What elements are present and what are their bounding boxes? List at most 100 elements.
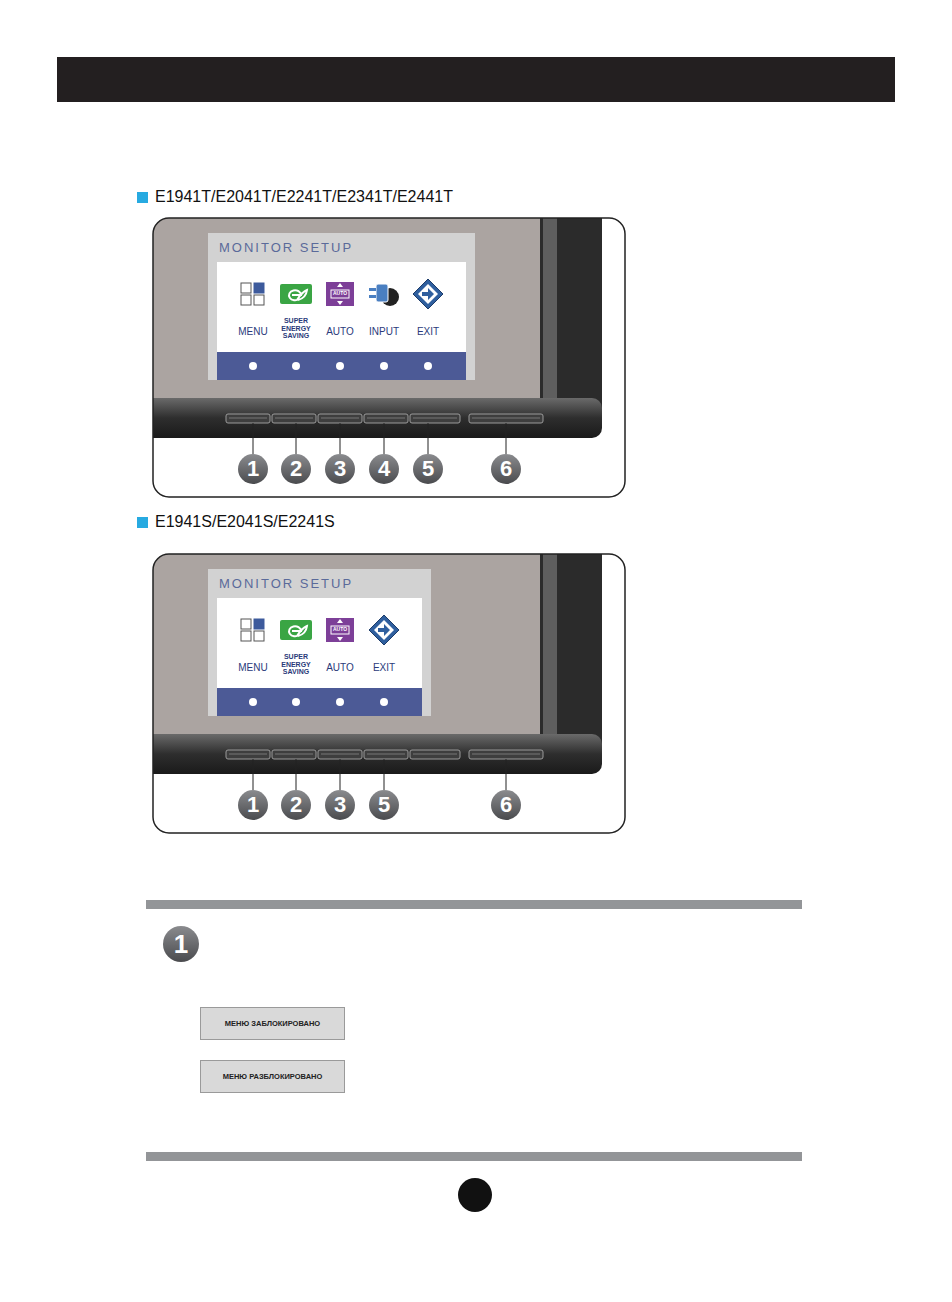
bezel-button	[318, 414, 362, 423]
osd-body	[217, 598, 422, 688]
menu-icon	[254, 295, 264, 305]
frame-outline	[153, 554, 625, 833]
message-text: МЕНЮ ЗАБЛОКИРОВАНО	[225, 1019, 320, 1028]
leader-line	[384, 423, 385, 454]
side-bezel-edge	[543, 218, 557, 403]
menu-icon	[241, 283, 251, 293]
callout-number: 6	[491, 790, 521, 820]
menu-label: MENU	[233, 326, 273, 337]
osd-dot	[380, 362, 388, 370]
icon-text: AUTO	[326, 291, 354, 297]
panel-title: MONITOR SETUP	[208, 233, 475, 255]
button-highlight	[367, 754, 405, 755]
bullet-square	[137, 517, 148, 528]
exit-icon	[422, 288, 434, 300]
menu-label: INPUT	[364, 326, 404, 337]
page-number-circle	[458, 1178, 492, 1212]
side-bezel-edge	[543, 554, 557, 739]
auto-icon	[326, 282, 354, 306]
callout-circle	[491, 790, 521, 820]
menu-icon	[241, 295, 251, 305]
bezel-button	[272, 750, 316, 759]
eco-icon	[280, 620, 312, 640]
eco-icon	[280, 284, 312, 304]
monitor-wall	[153, 554, 553, 744]
callout-number: 6	[491, 454, 521, 484]
callout-circle	[238, 790, 268, 820]
exit-icon	[369, 615, 399, 645]
screen-ground	[160, 233, 475, 385]
bezel-button	[272, 414, 316, 423]
input-icon	[376, 284, 388, 302]
bezel-button	[410, 750, 460, 759]
frame-ground	[153, 218, 625, 497]
menu-label: MENU	[233, 662, 273, 673]
callout-circle	[491, 454, 521, 484]
callout-circle	[369, 454, 399, 484]
frame-outline	[153, 218, 625, 497]
callout-number: 5	[413, 454, 443, 484]
icon-text: AUTO	[326, 627, 354, 633]
callout-number: 1	[163, 926, 199, 962]
callout-circle	[325, 454, 355, 484]
side-bezel	[540, 218, 602, 425]
side-bezel	[540, 554, 602, 761]
eco-icon	[289, 290, 307, 300]
header-bar	[57, 57, 895, 102]
exit-icon	[418, 284, 438, 304]
bezel-button	[318, 750, 362, 759]
message-text: МЕНЮ РАЗБЛОКИРОВАНО	[223, 1072, 323, 1081]
osd-panel: MONITOR SETUP	[208, 569, 431, 716]
callout-circle	[369, 790, 399, 820]
callout-circle	[238, 454, 268, 484]
osd-body	[217, 262, 466, 352]
menu-label: EXIT	[408, 326, 448, 337]
screen-ground	[160, 569, 475, 721]
leader-line	[506, 759, 507, 790]
frame-ground	[153, 554, 625, 833]
osd-button-band	[217, 352, 466, 380]
menu-label: AUTO	[320, 326, 360, 337]
bezel-button	[226, 414, 270, 423]
input-icon	[369, 288, 376, 291]
osd-dot	[336, 698, 344, 706]
leader-line	[340, 423, 341, 454]
panel-title: MONITOR SETUP	[208, 569, 431, 591]
leader-line	[428, 423, 429, 454]
osd-dot	[336, 362, 344, 370]
bezel-button	[226, 750, 270, 759]
button-highlight	[413, 754, 457, 755]
monitor-illustration	[153, 218, 625, 497]
button-highlight	[472, 754, 540, 755]
callout-circle	[281, 790, 311, 820]
bezel-button	[469, 750, 543, 759]
callout-number: 4	[369, 454, 399, 484]
bezel-button	[364, 414, 408, 423]
callout-circle	[413, 454, 443, 484]
osd-dot	[292, 698, 300, 706]
button-highlight	[229, 418, 267, 419]
button-highlight	[321, 418, 359, 419]
callout-number: 3	[325, 790, 355, 820]
button-highlight	[275, 418, 313, 419]
button-highlight	[229, 754, 267, 755]
callout-circle	[163, 926, 199, 962]
menu-icon	[254, 631, 264, 641]
auto-icon	[326, 618, 354, 642]
osd-dot	[424, 362, 432, 370]
input-icon	[369, 295, 376, 298]
model-name: E1941S/E2041S/E2241S	[155, 513, 555, 531]
leader-line	[296, 423, 297, 454]
callout-circle	[325, 790, 355, 820]
bezel-button	[410, 414, 460, 423]
section-bar	[146, 1152, 802, 1161]
menu-label: SUPER ENERGY SAVING	[276, 653, 316, 676]
callout-number: 1	[238, 790, 268, 820]
osd-dot	[292, 362, 300, 370]
leader-line	[296, 759, 297, 790]
leader-line	[253, 423, 254, 454]
osd-panel: MONITOR SETUP	[208, 233, 475, 380]
